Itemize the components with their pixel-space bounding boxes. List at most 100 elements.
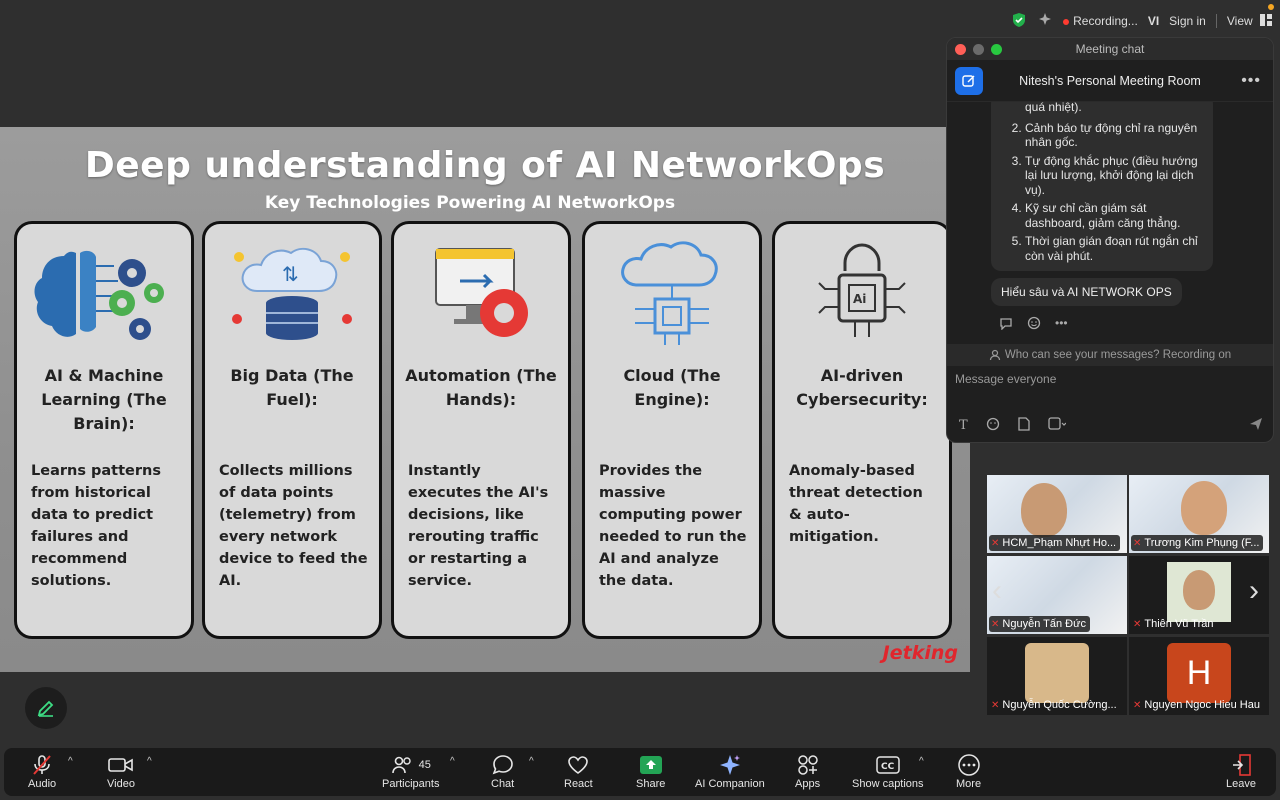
- brain-gears-icon: [17, 236, 191, 356]
- cloud-chip-icon: [585, 236, 759, 356]
- leave-button[interactable]: Leave: [1226, 752, 1256, 790]
- ai-sparkle-icon: [718, 752, 742, 778]
- video-tile[interactable]: ✕Trương Kim Phụng (F...: [1129, 475, 1269, 553]
- view-button[interactable]: View: [1227, 14, 1272, 28]
- react-label: React: [564, 778, 593, 790]
- share-screen-icon: [639, 752, 663, 778]
- room-name: Nitesh's Personal Meeting Room: [1019, 73, 1201, 88]
- participant-name-tag: ✕Trương Kim Phụng (F...: [1131, 535, 1264, 551]
- captions-label: Show captions: [852, 778, 924, 790]
- video-camera-icon: [108, 752, 134, 778]
- participants-icon: 45: [391, 752, 431, 778]
- ai-companion-label: AI Companion: [695, 778, 765, 790]
- muted-mic-icon: ✕: [991, 538, 1000, 549]
- reply-icon[interactable]: [999, 316, 1013, 333]
- sign-in-button[interactable]: Sign in: [1169, 14, 1206, 28]
- shield-icon[interactable]: [1011, 12, 1027, 31]
- video-tile[interactable]: ✕HCM_Phạm Nhựt Ho...: [987, 475, 1127, 553]
- heart-icon: [567, 752, 589, 778]
- participant-name-tag: ✕Nguyễn Quốc Cường...: [989, 697, 1121, 713]
- captions-button[interactable]: CC Show captions: [852, 752, 924, 790]
- more-button[interactable]: More: [956, 752, 981, 790]
- captions-options-caret-icon[interactable]: ^: [919, 756, 924, 767]
- next-page-arrow-icon[interactable]: ›: [1249, 574, 1259, 607]
- card-description: Learns patterns from historical data to …: [31, 463, 161, 589]
- chat-window-title: Meeting chat: [1075, 42, 1145, 56]
- card-title: AI & Machine Learning (The Brain):: [41, 366, 167, 433]
- video-tile[interactable]: H ✕Nguyen Ngoc Hieu Hau: [1129, 637, 1269, 715]
- who-can-see-bar[interactable]: Who can see your messages? Recording on: [947, 344, 1273, 366]
- slide-title: Deep understanding of AI NetworkOps: [84, 145, 886, 186]
- participant-name: Nguyen Ngoc Hieu Hau: [1144, 699, 1260, 711]
- list-item: Kỹ sư chỉ cần giám sát dashboard, giảm c…: [1025, 201, 1205, 230]
- participants-button[interactable]: 45 Participants: [382, 752, 439, 790]
- share-button[interactable]: Share: [636, 752, 665, 790]
- react-button[interactable]: React: [564, 752, 593, 790]
- chat-label: Chat: [491, 778, 515, 790]
- close-window-button[interactable]: [955, 43, 966, 55]
- send-icon[interactable]: [1249, 417, 1263, 434]
- message-bubble: Hiểu sâu và AI NETWORK OPS: [991, 278, 1182, 306]
- chat-button[interactable]: Chat: [491, 752, 514, 790]
- message-actions: •••: [999, 316, 1068, 333]
- card-description: Anomaly-based threat detection & auto-mi…: [789, 463, 923, 545]
- chat-bubble-icon: [492, 752, 514, 778]
- ai-lock-chip-icon: Ai: [775, 236, 949, 356]
- chat-titlebar: Meeting chat: [947, 38, 1273, 60]
- message-bubble: quá nhiệt). Cảnh báo tự động chỉ ra nguy…: [991, 102, 1213, 271]
- participants-options-caret-icon[interactable]: ^: [450, 756, 455, 767]
- sparkle-icon[interactable]: [1037, 12, 1053, 31]
- participant-name: HCM_Phạm Nhựt Ho...: [1002, 537, 1117, 549]
- apps-button[interactable]: Apps: [795, 752, 820, 790]
- recording-label: Recording...: [1073, 14, 1138, 28]
- apps-grid-icon: [797, 752, 819, 778]
- message-list[interactable]: quá nhiệt). Cảnh báo tự động chỉ ra nguy…: [947, 102, 1273, 346]
- pencil-icon: [37, 700, 54, 717]
- message-input[interactable]: Message everyone: [955, 372, 1057, 386]
- message-more-icon[interactable]: •••: [1055, 316, 1068, 330]
- muted-mic-icon: ✕: [1133, 700, 1142, 711]
- audio-options-caret-icon[interactable]: ^: [68, 756, 73, 767]
- participant-name: Nguyễn Tấn Đức: [1002, 618, 1086, 630]
- card-description: Provides the massive computing power nee…: [599, 463, 747, 589]
- emoji-picker-icon[interactable]: [986, 417, 1000, 434]
- card-description: Collects millions of data points (teleme…: [219, 463, 368, 589]
- annotate-button[interactable]: [25, 687, 67, 729]
- emoji-icon[interactable]: [1027, 316, 1041, 333]
- compose-icon: [962, 74, 975, 87]
- leave-label: Leave: [1226, 778, 1256, 790]
- meeting-chat-panel: Meeting chat Nitesh's Personal Meeting R…: [946, 37, 1274, 443]
- participant-name-tag: ✕Thiên Vũ Trần: [1131, 616, 1217, 632]
- audio-label: Audio: [28, 778, 57, 790]
- previous-page-arrow-icon[interactable]: ‹: [992, 574, 1002, 607]
- shared-screen-slide: Deep understanding of AI NetworkOps Key …: [0, 127, 970, 672]
- list-item: Tự động khắc phục (điều hướng lại lưu lư…: [1025, 154, 1205, 198]
- notification-dot: [1268, 4, 1274, 10]
- view-label: View: [1226, 14, 1253, 28]
- screenshot-icon[interactable]: [1048, 417, 1067, 434]
- chat-more-button[interactable]: •••: [1241, 71, 1261, 89]
- recording-indicator[interactable]: Recording...: [1063, 14, 1138, 28]
- zoom-window-button[interactable]: [991, 43, 1002, 55]
- message-text-partial: quá nhiệt).: [1025, 102, 1082, 114]
- minimize-window-button[interactable]: [973, 43, 984, 55]
- text-format-icon[interactable]: T: [959, 418, 968, 433]
- language-button[interactable]: VI: [1147, 14, 1160, 28]
- new-message-button[interactable]: [955, 66, 983, 95]
- video-tile[interactable]: ✕Thiên Vũ Trần: [1129, 556, 1269, 634]
- participant-name: Nguyễn Quốc Cường...: [1002, 699, 1117, 711]
- video-label: Video: [107, 778, 135, 790]
- video-tile[interactable]: ✕Nguyễn Tấn Đức: [987, 556, 1127, 634]
- audio-button[interactable]: Audio: [28, 752, 56, 790]
- video-tile[interactable]: ✕Nguyễn Quốc Cường...: [987, 637, 1127, 715]
- file-icon[interactable]: [1018, 417, 1030, 434]
- ai-companion-button[interactable]: AI Companion: [695, 752, 765, 790]
- video-options-caret-icon[interactable]: ^: [147, 756, 152, 767]
- chat-options-caret-icon[interactable]: ^: [529, 756, 534, 767]
- video-button[interactable]: Video: [107, 752, 135, 790]
- muted-mic-icon: ✕: [991, 619, 1000, 630]
- record-dot-icon: [1063, 19, 1070, 25]
- svg-text:⇅: ⇅: [282, 262, 299, 286]
- muted-mic-icon: ✕: [1133, 538, 1142, 549]
